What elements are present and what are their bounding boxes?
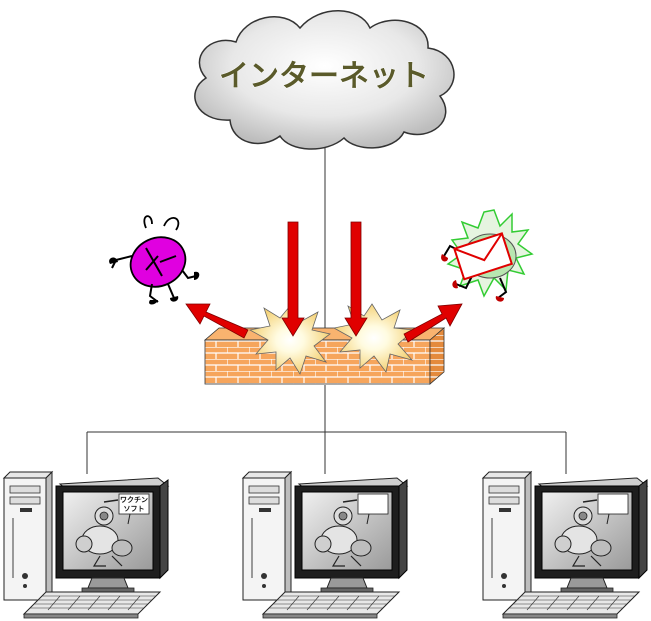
deflect-arrow-icon xyxy=(185,303,249,339)
deflect-arrow-icon xyxy=(403,303,463,343)
explosion-icon xyxy=(248,305,331,375)
badge-line-1: ワクチン xyxy=(120,495,148,504)
vaccine-robot-icon xyxy=(75,499,133,567)
desktop-computer-icon xyxy=(242,471,408,619)
internet-cloud: インターネット xyxy=(194,10,455,150)
cloud-label: インターネット xyxy=(219,59,429,94)
pc-monitor xyxy=(55,477,170,580)
pc-stand xyxy=(81,577,135,593)
envelope-icon xyxy=(453,232,514,281)
pc-left-badge-text: ワクチン ソフト xyxy=(120,495,148,513)
vaccine-badge xyxy=(118,493,150,525)
pc-tower xyxy=(2,470,54,602)
down-arrow-icon xyxy=(344,221,368,337)
cloud-icon xyxy=(194,10,455,150)
keyboard-icon xyxy=(22,591,162,619)
incoming-attack-arrows xyxy=(185,221,463,343)
mail-bug-icon xyxy=(441,209,534,302)
down-arrow-icon xyxy=(281,221,305,337)
badge-line-2: ソフト xyxy=(124,505,145,513)
network-lines xyxy=(86,145,567,474)
desktop-computer-icon xyxy=(2,470,170,619)
virus-bug-icon xyxy=(109,215,200,305)
desktop-computer-icon xyxy=(482,471,648,619)
